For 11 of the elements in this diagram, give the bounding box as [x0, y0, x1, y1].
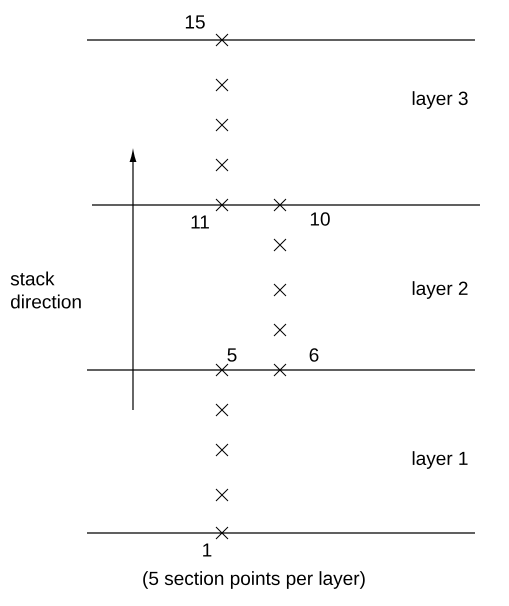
point-number: 11 [192, 215, 209, 229]
point-number: 5 [227, 348, 236, 362]
point-number: 1 [203, 543, 212, 557]
layer-label: layer 2 [412, 281, 468, 299]
axis-label: stack direction [10, 272, 81, 308]
layer-label: layer 3 [412, 91, 468, 109]
caption: (5 section points per layer) [143, 571, 365, 589]
point-number: 6 [310, 348, 318, 362]
point-number: 15 [186, 15, 205, 29]
point-number: 10 [310, 212, 330, 226]
layer-label: layer 1 [412, 451, 468, 469]
